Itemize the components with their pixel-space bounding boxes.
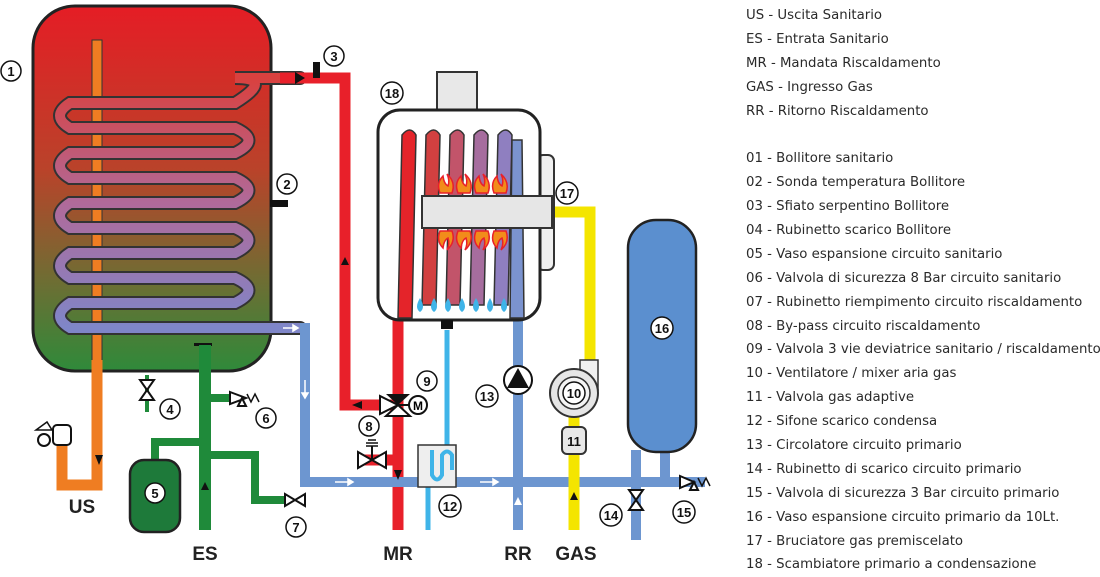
legend-item-07: 07 - Rubinetto riempimento circuito risc… <box>746 294 1083 310</box>
callout-2: 2 <box>276 173 298 195</box>
coil-air-vent <box>313 62 320 78</box>
legend-item-09: 09 - Valvola 3 vie deviatrice sanitario … <box>746 342 1100 358</box>
legend-item-04: 04 - Rubinetto scarico Bollitore <box>746 223 952 239</box>
bypass-valve <box>357 439 387 470</box>
primary-circulator <box>503 365 533 395</box>
legend-connection-gas: GAS - Ingresso Gas <box>746 79 873 95</box>
legend-item-14: 14 - Rubinetto di scarico circuito prima… <box>746 461 1022 477</box>
svg-text:6: 6 <box>262 411 269 426</box>
callout-17: 17 <box>555 181 579 205</box>
callout-8: 8 <box>358 415 380 437</box>
callout-12: 12 <box>438 494 462 518</box>
svg-text:14: 14 <box>604 508 619 523</box>
svg-text:10: 10 <box>567 386 581 401</box>
tank-drain-tap <box>138 343 212 412</box>
legend-item-08: 08 - By-pass circuito riscaldamento <box>746 318 981 334</box>
label-rr: RR <box>504 544 532 565</box>
callout-11: 11 <box>567 434 581 449</box>
label-gas: GAS <box>555 544 596 565</box>
svg-text:16: 16 <box>655 321 669 336</box>
callout-6: 6 <box>255 407 277 429</box>
primary-drain-tap <box>627 489 645 511</box>
callout-18: 18 <box>380 81 404 105</box>
pipe-us-dhw-outlet <box>56 360 103 491</box>
svg-text:15: 15 <box>677 505 691 520</box>
burner-flames <box>437 173 508 251</box>
svg-text:7: 7 <box>292 520 299 535</box>
flow-arrows <box>95 72 578 505</box>
svg-text:9: 9 <box>423 374 430 389</box>
gas-valve <box>561 426 587 455</box>
condensate-drops <box>417 298 507 312</box>
legend-connection-mr: MR - Mandata Riscaldamento <box>746 55 941 71</box>
svg-text:4: 4 <box>166 402 174 417</box>
legend-item-01: 01 - Bollitore sanitario <box>746 151 894 167</box>
valve-motor-symbol: M <box>413 399 423 413</box>
label-us: US <box>69 497 95 518</box>
condensate-outlet <box>441 320 453 329</box>
legend-item-10: 10 - Ventilatore / mixer aria gas <box>746 366 957 382</box>
callout-10: 10 <box>562 381 586 405</box>
legend-item-17: 17 - Bruciatore gas premiscelato <box>746 533 964 549</box>
svg-text:2: 2 <box>283 177 290 192</box>
safety-valve-3-bar <box>679 474 711 491</box>
legend-item-18: 18 - Scambiatore primario a condensazion… <box>746 557 1037 573</box>
svg-text:17: 17 <box>560 186 574 201</box>
legend-item-05: 05 - Vaso espansione circuito sanitario <box>746 246 1003 262</box>
label-es: ES <box>192 544 217 565</box>
three-way-diverter-valve: M <box>379 394 428 417</box>
callout-9: 9 <box>416 370 438 392</box>
legend-item-16: 16 - Vaso espansione circuito primario d… <box>746 509 1060 525</box>
legend-item-06: 06 - Valvola di sicurezza 8 Bar circuito… <box>746 270 1062 286</box>
safety-valve-8-bar <box>229 390 260 407</box>
callout-15: 15 <box>672 500 696 524</box>
callout-5: 5 <box>144 482 166 504</box>
legend-item-11: 11 - Valvola gas adaptive <box>746 390 915 406</box>
legend-item-02: 02 - Sonda temperatura Bollitore <box>746 175 966 191</box>
legend-connection-us: US - Uscita Sanitario <box>746 8 883 23</box>
condensate-siphon <box>417 444 457 488</box>
callouts: 1 2 3 4 5 6 7 8 9 10 11 12 13 14 15 16 1… <box>0 45 696 538</box>
legend-item-15: 15 - Valvola di sicurezza 3 Bar circuito… <box>746 485 1060 501</box>
boiler-hydraulic-diagram: M <box>0 4 711 565</box>
pipe-labels: US ES MR RR GAS <box>69 497 597 565</box>
svg-text:3: 3 <box>330 49 337 64</box>
callout-7: 7 <box>285 516 307 538</box>
callout-1: 1 <box>0 60 22 82</box>
svg-text:1: 1 <box>7 64 14 79</box>
tank-temperature-probe <box>270 200 288 207</box>
svg-text:13: 13 <box>480 389 494 404</box>
legend-connection-es: ES - Entrata Sanitario <box>746 31 889 47</box>
svg-text:8: 8 <box>365 419 372 434</box>
legend-connection-rr: RR - Ritorno Riscaldamento <box>746 103 929 119</box>
filling-tap <box>284 492 306 508</box>
callout-16: 16 <box>650 316 674 340</box>
legend-item-03: 03 - Sfiato serpentino Bollitore <box>746 199 950 215</box>
callout-3: 3 <box>323 45 345 67</box>
svg-text:11: 11 <box>567 434 581 449</box>
premix-burner <box>421 195 553 229</box>
legend: US - Uscita Sanitario ES - Entrata Sanit… <box>746 4 1100 577</box>
dhw-storage-tank <box>31 4 273 373</box>
callout-14: 14 <box>599 503 623 527</box>
label-mr: MR <box>383 544 413 565</box>
legend-item-12: 12 - Sifone scarico condensa <box>746 414 938 430</box>
svg-text:12: 12 <box>443 499 457 514</box>
svg-text:5: 5 <box>151 486 158 501</box>
svg-text:18: 18 <box>385 86 399 101</box>
callout-13: 13 <box>475 384 499 408</box>
legend-item-13: 13 - Circolatore circuito primario <box>746 438 962 454</box>
callout-4: 4 <box>159 398 181 420</box>
thermostatic-mixer-icon <box>33 420 72 447</box>
